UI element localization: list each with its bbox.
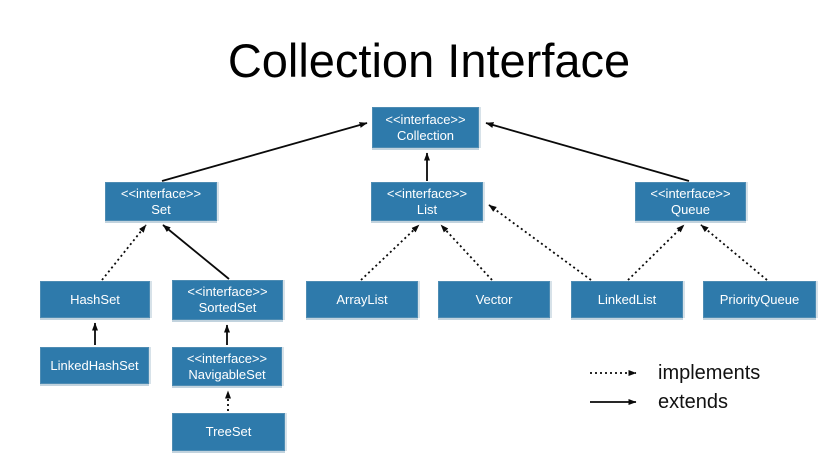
page-title: Collection Interface [227, 34, 631, 87]
node-hashset-label: HashSet [70, 291, 120, 307]
node-priorityqueue: PriorityQueue [703, 281, 816, 318]
node-sortedset-label: SortedSet [198, 300, 257, 315]
legend-implements-label: implements [658, 362, 761, 384]
node-set-label: Set [151, 201, 171, 217]
node-treeset: TreeSet [172, 413, 285, 451]
implements-arrow-icon [590, 370, 637, 376]
edge-queue-extends-collection [485, 122, 690, 182]
node-treeset-label: TreeSet [205, 424, 252, 439]
edge-linkedlist-implements-list [488, 204, 592, 281]
node-navigableset-label: NavigableSet [188, 366, 266, 382]
legend-implements-row: implements [588, 362, 760, 384]
node-vector: Vector [438, 281, 550, 318]
node-vector-label: Vector [475, 291, 513, 307]
node-navigableset: <<interface>> NavigableSet [172, 347, 282, 386]
node-linkedlist: LinkedList [571, 281, 683, 318]
edge-set-extends-collection [161, 122, 368, 182]
node-queue-label: Queue [670, 201, 711, 217]
edge-sortedset-extends-set [162, 224, 230, 280]
edge-arraylist-implements-list [360, 224, 420, 281]
node-collection-label: Collection [396, 127, 455, 143]
legend-extends-label: extends [658, 391, 729, 413]
node-queue: <<interface>> Queue [635, 182, 746, 221]
node-sortedset: <<interface>> SortedSet [172, 280, 283, 320]
edge-vector-implements-list [440, 224, 493, 281]
node-navigableset-stereotype: <<interface>> [186, 350, 268, 366]
node-set-stereotype: <<interface>> [120, 185, 202, 201]
node-arraylist-label: ArrayList [336, 291, 388, 307]
edge-hashset-implements-set [101, 224, 147, 281]
node-queue-stereotype: <<interface>> [650, 185, 731, 201]
extends-edges [92, 122, 690, 345]
edge-priorityqueue-implements-queue [700, 224, 768, 281]
node-set: <<interface>> Set [105, 182, 217, 221]
extends-arrow-icon [590, 399, 637, 405]
node-linkedhashset: LinkedHashSet [40, 347, 149, 384]
node-linkedhashset-label: LinkedHashSet [50, 357, 139, 373]
node-list-label: List [416, 201, 438, 217]
node-collection-stereotype: <<interface>> [385, 111, 466, 127]
node-priorityqueue-label: PriorityQueue [719, 291, 800, 307]
node-hashset: HashSet [40, 281, 150, 318]
implements-edges [101, 204, 768, 411]
node-linkedlist-label: LinkedList [597, 291, 657, 307]
legend: implements extends [588, 362, 760, 413]
node-list: <<interface>> List [371, 182, 483, 221]
legend-extends-row: extends [588, 391, 760, 413]
node-arraylist: ArrayList [306, 281, 418, 318]
node-sortedset-stereotype: <<interface>> [187, 284, 268, 299]
edge-linkedlist-implements-queue [627, 224, 685, 281]
node-list-stereotype: <<interface>> [386, 185, 468, 201]
node-collection: <<interface>> Collection [372, 107, 479, 148]
